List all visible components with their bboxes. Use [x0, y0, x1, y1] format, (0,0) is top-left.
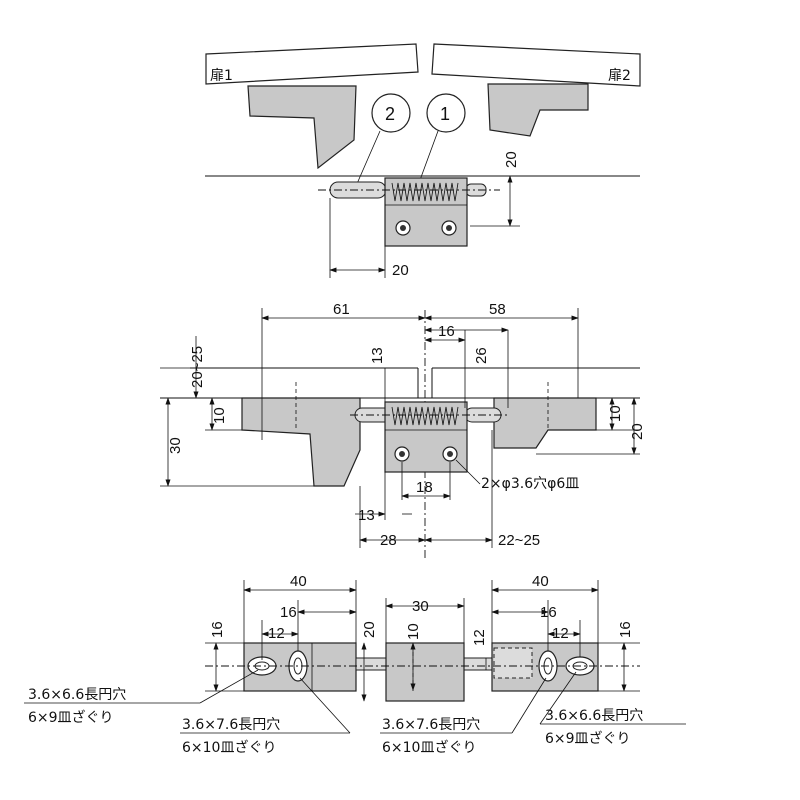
note-mid-left-line-1: 3.6×7.6長円穴 — [182, 717, 280, 733]
door-2-block — [487, 83, 589, 137]
dim-26: 26 — [473, 347, 490, 364]
top-view: 扉1 扉2 2 1 20 20 — [205, 43, 641, 279]
right-dim-40: 40 — [532, 573, 549, 590]
right-dim-12: 12 — [552, 625, 569, 642]
dim-13-horizontal: 13 — [358, 507, 375, 524]
hole-leader — [455, 459, 481, 485]
door-1-label: 扉1 — [210, 68, 233, 84]
dim-10-left: 10 — [211, 407, 228, 424]
callout-1-label: 1 — [440, 104, 450, 124]
screw-hole-1-center — [400, 225, 406, 231]
note-left-line-2: 6×9皿ざぐり — [28, 709, 114, 726]
dim-22-25: 22~25 — [498, 532, 540, 549]
note-mid-left-line-2: 6×10皿ざぐり — [182, 739, 276, 756]
mid-bolt-left — [355, 657, 387, 671]
note-leader — [199, 669, 259, 704]
right-dim-16-vertical: 16 — [617, 621, 634, 638]
left-dim-16-vertical: 16 — [209, 621, 226, 638]
dim-58: 58 — [489, 301, 506, 318]
note-mid-right-line-2: 6×10皿ざぐり — [382, 739, 476, 756]
dim-20-horizontal: 20 — [392, 262, 409, 279]
dim-20-25: 20~25 — [189, 346, 206, 388]
dim-61: 61 — [333, 301, 350, 318]
mid-dim-10: 10 — [405, 623, 422, 640]
door-1-block — [247, 85, 357, 170]
mid-block-left — [241, 397, 361, 487]
door-1 — [205, 43, 419, 85]
callout-2-label: 2 — [385, 104, 395, 124]
dim-28: 28 — [380, 532, 397, 549]
right-dim-16-horizontal: 16 — [540, 604, 557, 621]
right-receiver-pocket — [493, 647, 533, 679]
mid-screw-hole-2-center — [447, 451, 453, 457]
note-right-line-2: 6×9皿ざぐり — [545, 730, 631, 747]
mid-block-right — [493, 397, 597, 449]
mid-spring — [391, 406, 459, 426]
mid-dim-12: 12 — [471, 629, 488, 646]
note-leader — [511, 677, 547, 734]
left-dim-16-horizontal: 16 — [280, 604, 297, 621]
dim-18: 18 — [416, 479, 433, 496]
mid-dim-30: 30 — [412, 598, 429, 615]
dim-20-vertical: 20 — [503, 151, 520, 168]
door-2 — [431, 43, 641, 87]
note-left-line-1: 3.6×6.6長円穴 — [28, 687, 126, 703]
dim-13-vertical: 13 — [369, 347, 386, 364]
door-2-label: 扉2 — [608, 68, 631, 84]
spring — [391, 182, 459, 202]
left-dim-12: 12 — [268, 625, 285, 642]
dim-10-right: 10 — [607, 405, 624, 422]
leader-1 — [419, 130, 439, 181]
bottom-latch-body — [385, 642, 465, 702]
mid-screw-hole-1-center — [399, 451, 405, 457]
left-dim-40: 40 — [290, 573, 307, 590]
bottom-view: 40 16 12 16 20 30 10 12 40 16 12 — [24, 573, 686, 756]
dim-16: 16 — [438, 323, 455, 340]
note-right-line-1: 3.6×6.6長円穴 — [545, 708, 643, 724]
dim-30: 30 — [167, 437, 184, 454]
screw-hole-2-center — [446, 225, 452, 231]
hole-note: 2×φ3.6穴φ6皿 — [481, 476, 579, 492]
mid-bolt-right — [462, 657, 494, 671]
dim-20-right: 20 — [629, 423, 646, 440]
note-leader — [299, 677, 351, 734]
leader-2 — [355, 130, 381, 187]
note-mid-right-line-1: 3.6×7.6長円穴 — [382, 717, 480, 733]
middle-view: 61 58 16 26 13 20~25 30 10 10 20 — [160, 301, 646, 560]
callout-2 — [371, 93, 411, 133]
callout-1 — [426, 93, 466, 133]
note-leader — [539, 671, 577, 725]
left-dim-20-vertical: 20 — [361, 621, 378, 638]
